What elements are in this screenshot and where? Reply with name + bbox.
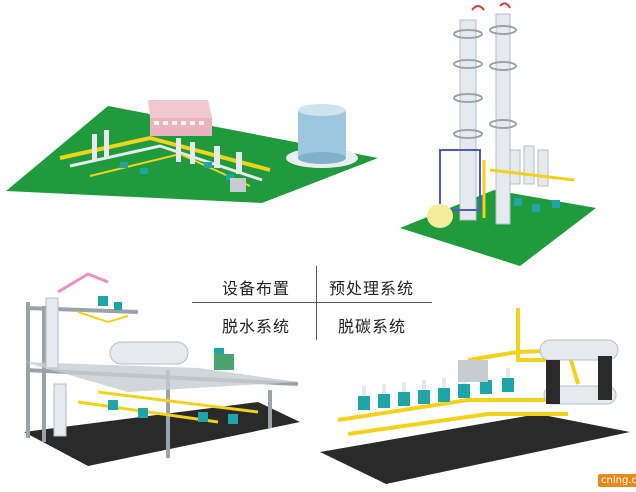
absorber-tower [459, 19, 477, 221]
label-pretreatment-system: 预处理系统 [329, 279, 415, 298]
grating-deck [24, 362, 298, 392]
valve-bank [358, 378, 514, 410]
black-support [546, 360, 560, 404]
label-dehydration-system: 脱水系统 [222, 317, 291, 336]
control-cabinet [458, 360, 488, 382]
equipment-block [230, 178, 246, 192]
dark-skid-base [320, 414, 630, 484]
decarbonization-system-render [318, 300, 636, 484]
label-equipment-layout: 设备布置 [222, 279, 291, 298]
storage-tank [298, 110, 346, 158]
horizontal-separator [109, 341, 189, 365]
label-divider-vertical [316, 266, 317, 340]
control-building-front [150, 118, 212, 136]
pipe-rack [59, 135, 271, 172]
label-divider-horizontal [192, 302, 432, 303]
steel-structure [439, 149, 481, 211]
storage-tank-roof [298, 104, 346, 116]
yellow-tank [427, 204, 453, 228]
equipment-layout-render [0, 88, 382, 203]
watermark-logo: cnlng.com [598, 474, 636, 487]
dehydration-system-render [18, 252, 304, 484]
control-building [148, 100, 212, 118]
label-decarbonization-system: 脱碳系统 [338, 317, 407, 336]
pretreatment-system-render [398, 0, 600, 268]
heat-exchanger-upper [539, 339, 619, 361]
